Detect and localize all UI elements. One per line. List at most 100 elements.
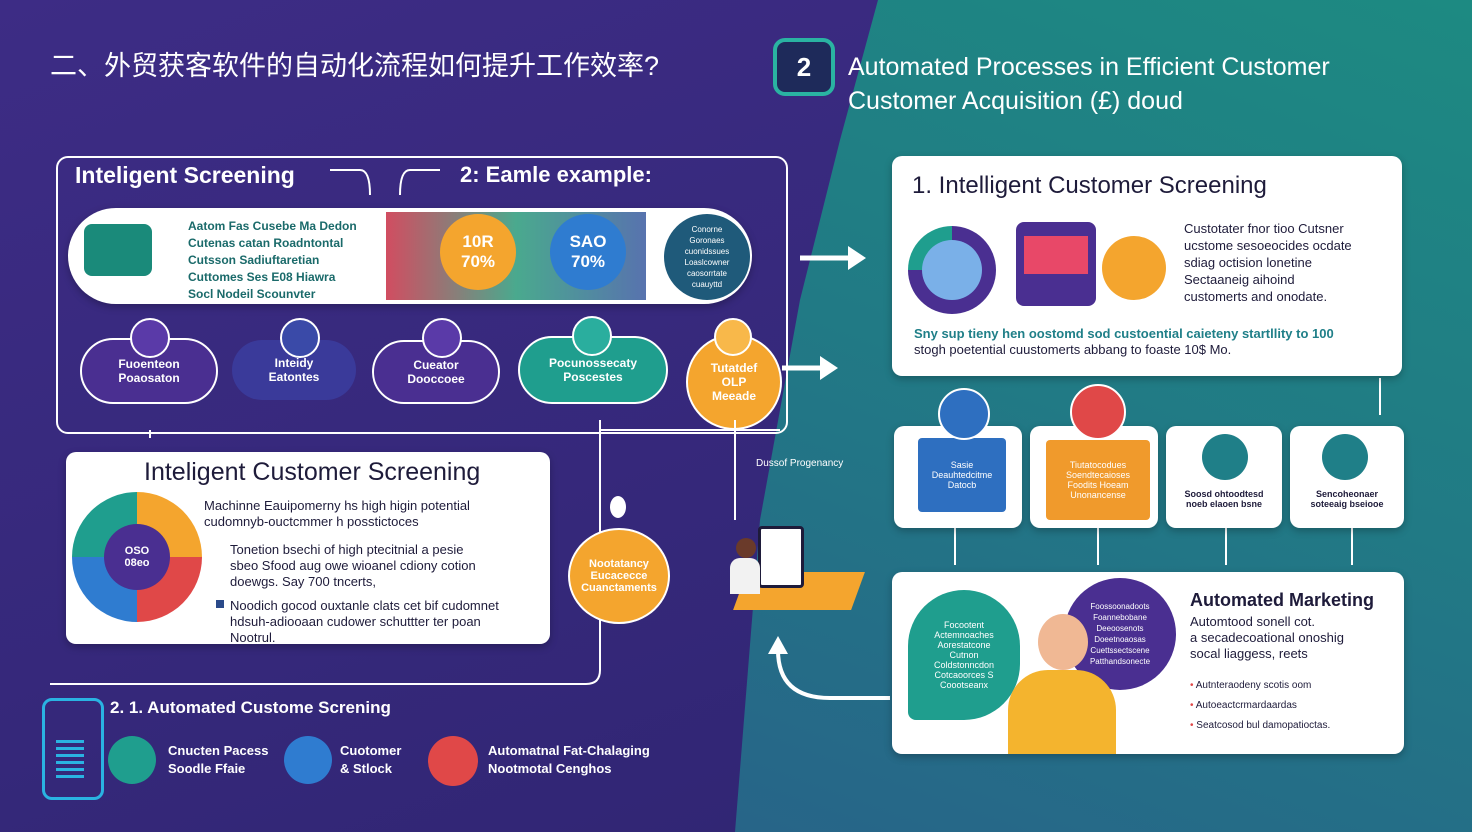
phone-lines-icon	[56, 740, 84, 780]
mid-card-1-label: Sasie Deauhtedcitme Datocb	[918, 438, 1006, 512]
screening-line: Noodich gocod ouxtanle clats cet bif cud…	[230, 598, 499, 613]
banner-right-line: Conorne	[691, 225, 723, 234]
screening-text-bottom: Noodich gocod ouxtanle clats cet bif cud…	[230, 598, 499, 646]
banner-right-line: caosorrtate	[686, 269, 728, 278]
banner-line: Socl Nodeil Scounvter	[188, 287, 316, 301]
cn-title: 二、外贸获客软件的自动化流程如何提升工作效率?	[50, 51, 660, 81]
right-bottom-title: Automated Marketing	[1190, 590, 1375, 610]
screening-line: Nootrul.	[230, 630, 276, 645]
right-top-line: customerts and onodate.	[1184, 289, 1328, 304]
laptop-icon	[84, 224, 152, 276]
right-top-footer-line: Sny sup tieny hen oostomd sod custoentia…	[914, 326, 1334, 341]
right-bottom-line: socal liaggess, reets	[1190, 646, 1308, 661]
person-icon	[736, 538, 756, 558]
right-bottom-bullet: • Autnteraodeny scotis oom	[1190, 680, 1312, 691]
avatar	[922, 240, 982, 300]
right-top-line: Custotater fnor tioo Cutsner	[1184, 221, 1344, 236]
chat-icon	[428, 736, 478, 786]
mid-card-3-label: Soosd ohtoodtesd noeb elaoen bsne	[1184, 489, 1264, 509]
left-panel-title: Inteligent Screening	[75, 162, 295, 188]
screening-line: doewgs. Say 700 tncerts,	[230, 574, 376, 589]
right-bottom-line: a secadecoational onoshig	[1190, 630, 1344, 645]
banner-text: Aatom Fas Cusebe Ma Dedon Cutenas catan …	[188, 218, 357, 303]
right-top-title: 1. Intelligent Customer Screening	[912, 172, 1267, 199]
banner-line: Cuttomes Ses E08 Hiawra	[188, 270, 336, 284]
right-top-line: Sectaaneig aihoind	[1184, 272, 1295, 287]
screening-line: cudomnyb-ouctcmmer h posstictoces	[204, 514, 419, 529]
screening-line: Machinne Eauipomerny hs high higin poten…	[204, 498, 470, 513]
pill-icon-4	[572, 316, 612, 356]
banner-line: Cutenas catan Roadntontal	[188, 236, 344, 250]
banner-right-circle: Conorne Goronaes cuonidssues Loaslcowner…	[664, 214, 750, 300]
tablet-icon	[758, 526, 804, 588]
calendar-icon	[938, 388, 990, 440]
bullet-text: Autnteraodeny scotis oom	[1195, 680, 1312, 691]
presenter-head	[1038, 614, 1088, 670]
banner-right-line: cuonidssues	[684, 247, 730, 256]
example-label: 2: Eamle example:	[460, 162, 652, 187]
donut-center: OSO 08eo	[104, 524, 170, 590]
banner-right-line: Loaslcowner	[684, 258, 730, 267]
arrow-right-top	[800, 246, 866, 270]
screening-text-top: Machinne Eauipomerny hs high higin poten…	[204, 498, 470, 530]
screening-line: sbeo Sfood aug owe wioanel cdiony cotion	[230, 558, 476, 573]
storefront-icon	[1202, 434, 1248, 480]
rate-circle-2: SAO 70%	[550, 214, 626, 290]
en-title-line1: Automated Processes in Efficient Custome…	[848, 53, 1330, 81]
progress-label: Dussof Progenancy	[756, 458, 844, 469]
bottom-item-3: Automatnal Fat-Chalaging Nootmotal Cengh…	[488, 743, 650, 776]
green-bubble: Focootent Actemnoaches Aorestatcone Cutn…	[908, 590, 1020, 720]
screening-text-mid: Tonetion bsechi of high ptecitnial a pes…	[230, 542, 476, 590]
right-top-footer: Sny sup tieny hen oostomd sod custoentia…	[914, 326, 1334, 358]
right-top-line: sdiag octision lonetine	[1184, 255, 1312, 270]
bird-icon	[284, 736, 332, 784]
pin-icon	[610, 496, 626, 518]
browser-screen	[1024, 236, 1088, 274]
phone-icon	[42, 698, 104, 800]
bottom-item-1: Cnucten Pacess Soodle Ffaie	[168, 743, 269, 776]
bracket-connector	[330, 169, 440, 196]
right-top-line: ucstome sesoeocides ocdate	[1184, 238, 1352, 253]
orange-circle: Nootatancy Eucacecce Cuanctaments	[568, 528, 670, 624]
screening-line: Tonetion bsechi of high ptecitnial a pes…	[230, 542, 464, 557]
alert-pin-icon	[1070, 384, 1126, 440]
rate-circle-1: 10R 70%	[440, 214, 516, 290]
bottom-left-title: 2. 1. Automated Custome Screning	[110, 698, 391, 717]
bullet-text: Seatcosod bul damopatioctas.	[1196, 720, 1331, 731]
chat-bubble-icon	[1322, 434, 1368, 480]
pill-icon-2	[280, 318, 320, 358]
en-title: Automated Processes in Efficient Custome…	[848, 50, 1330, 118]
banner-line: Aatom Fas Cusebe Ma Dedon	[188, 219, 357, 233]
person-body	[730, 558, 760, 594]
banner-right-line: cuauyttd	[691, 280, 723, 289]
arrow-right-mid	[782, 356, 838, 380]
banner-right-line: Goronaes	[689, 236, 725, 245]
pill-icon-1	[130, 318, 170, 358]
bottom-item-2: Cuotomer & Stlock	[340, 743, 402, 776]
step-badge: 2	[773, 38, 835, 96]
screening-line: hdsuh-adiooaan cudower schuttter ter poa…	[230, 614, 481, 629]
right-bottom-text: Automtood sonell cot. a secadecoational …	[1190, 614, 1344, 662]
screening-card-title: Inteligent Customer Screening	[144, 458, 481, 486]
process-pill-3: Cueator Dooccoee	[372, 340, 500, 404]
banner-line: Cutsson Sadiuftaretian	[188, 253, 320, 267]
target-icon	[1102, 236, 1166, 300]
right-bottom-bullet: • Seatcosod bul damopatioctas.	[1190, 720, 1331, 731]
right-bottom-line: Automtood sonell cot.	[1190, 614, 1316, 629]
right-top-footer-line: stogh poetential cuustomerts abbang to f…	[914, 342, 1232, 357]
left-panel-frame	[56, 156, 788, 434]
right-top-text: Custotater fnor tioo Cutsner ucstome ses…	[1184, 220, 1352, 305]
en-title-line2: Customer Acquisition (£) doud	[848, 87, 1183, 115]
mid-card-2-label: Tiutatocodues Soendtecaioses Foodits Hoe…	[1046, 440, 1150, 520]
mid-card-4-label: Sencoheonaer soteeaig bseiooe	[1310, 489, 1384, 509]
bullet-marker	[216, 600, 224, 608]
presenter-body	[1008, 670, 1116, 754]
bullet-text: Autoeactcrmardaardas	[1195, 700, 1297, 711]
pill-icon-3	[422, 318, 462, 358]
pill-icon-5	[714, 318, 752, 356]
right-bottom-bullet: • Autoeactcrmardaardas	[1190, 700, 1297, 711]
process-pill-2: Inteidy Eatontes	[232, 340, 356, 400]
right-bottom-bullets: • Autnteraodeny scotis oom • Autoeactcrm…	[1190, 676, 1330, 736]
process-icon	[108, 736, 156, 784]
